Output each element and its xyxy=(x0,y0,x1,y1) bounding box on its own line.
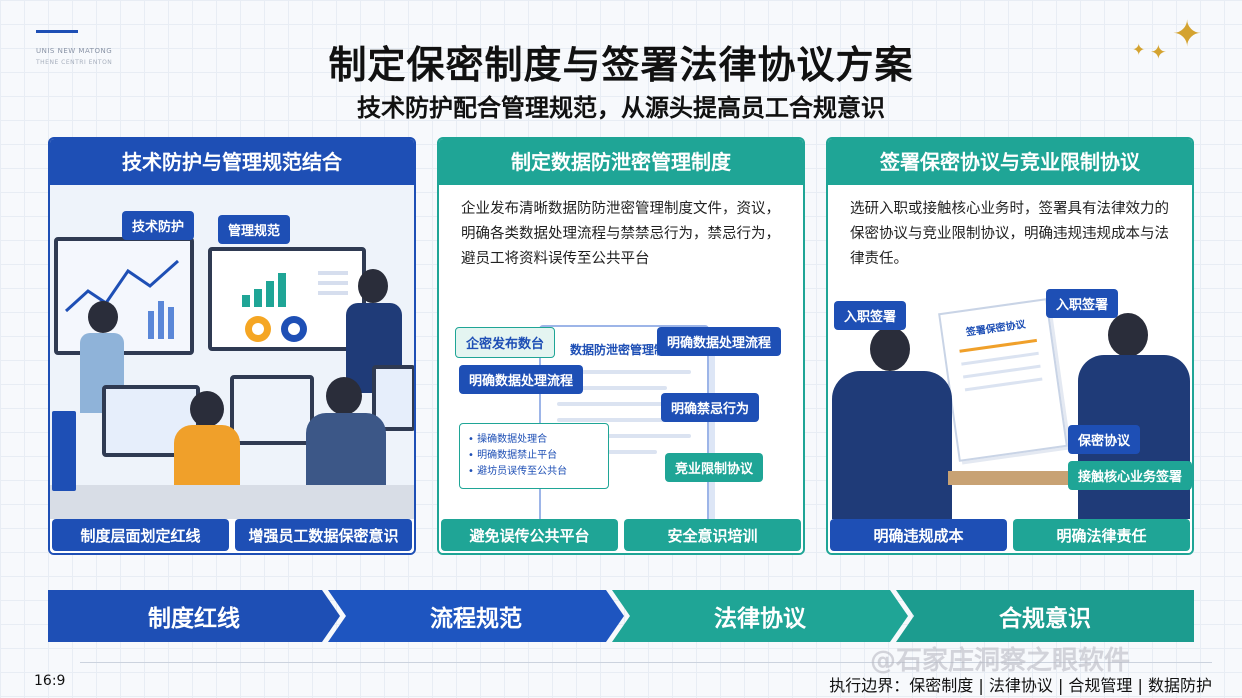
worker-head-2 xyxy=(326,377,362,415)
step-compliance: 合规意识 xyxy=(896,590,1194,642)
tag-noncompete: 竞业限制协议 xyxy=(665,453,764,482)
document-line xyxy=(961,351,1039,366)
panel-heading: 签署保密协议与竞业限制协议 xyxy=(828,139,1192,185)
footer-label: 安全意识培训 xyxy=(624,519,801,551)
monitor-chart xyxy=(54,237,194,355)
manager-head xyxy=(358,269,388,303)
presenter-head xyxy=(88,301,118,333)
tag-onboard-right: 入职签署 xyxy=(1046,289,1119,318)
tag-process-left: 明确数据处理流程 xyxy=(459,365,584,394)
tag-tech-protection: 技术防护 xyxy=(122,211,195,240)
panel-footer: 明确违规成本 明确法律责任 xyxy=(828,519,1192,553)
document-title: 数据防泄密管理制度 xyxy=(569,343,678,357)
document-line xyxy=(959,338,1038,353)
footer-label: 增强员工数据保密意识 xyxy=(235,519,412,551)
document-line xyxy=(557,370,691,374)
footer-label: 避免误传公共平台 xyxy=(441,519,618,551)
desk xyxy=(50,485,414,521)
sparkle-icon: ✦ xyxy=(1150,40,1167,64)
document-line xyxy=(557,402,691,406)
tag-core-business: 接触核心业务签署 xyxy=(1068,461,1192,490)
panel-tech-management: 技术防护与管理规范结合 xyxy=(48,137,416,555)
tag-management: 管理规范 xyxy=(218,215,291,244)
document-line xyxy=(557,418,677,422)
document-line xyxy=(557,386,667,390)
desk-monitor-2 xyxy=(230,375,314,445)
logo-text-1: UNIS NEW MATONG xyxy=(36,47,113,55)
panel-footer: 制度层面划定红线 增强员工数据保密意识 xyxy=(50,519,414,553)
signer-body xyxy=(832,371,952,521)
tag-onboard-left: 入职签署 xyxy=(834,301,907,330)
corner-logo: UNIS NEW MATONG THENE CENTRI ENTON xyxy=(36,30,112,66)
logo-text-2: THENE CENTRI ENTON xyxy=(36,59,113,66)
checklist-item: • 操确数据处理合 xyxy=(468,434,548,445)
document-line xyxy=(962,364,1041,379)
panel-agreements: 签署保密协议与竞业限制协议 选研入职或接触核心业务时，签署具有法律效力的保密协议… xyxy=(826,137,1194,555)
tag-process-right: 明确数据处理流程 xyxy=(657,327,782,356)
panel-footer: 避免误传公共平台 安全意识培训 xyxy=(439,519,803,553)
panel-description: 选研入职或接触核心业务时，签署具有法律效力的保密协议与竞业限制协议，明确违规违规… xyxy=(850,201,1169,267)
sparkle-icon: ✦ xyxy=(1172,14,1203,55)
footer-label: 明确法律责任 xyxy=(1013,519,1190,551)
aspect-ratio-label: 16:9 xyxy=(34,673,66,689)
panel-heading: 技术防护与管理规范结合 xyxy=(50,139,414,185)
page-title: 制定保密制度与签署法律协议方案 xyxy=(328,43,914,87)
binders xyxy=(52,411,76,491)
step-system-redline: 制度红线 xyxy=(48,590,340,642)
sparkle-icon: ✦ xyxy=(1132,40,1146,59)
document-line xyxy=(557,434,691,438)
contract-paper: 签署保密协议 xyxy=(938,298,1068,462)
step-process-standard: 流程规范 xyxy=(328,590,624,642)
watermark: @石家庄洞察之眼软件 xyxy=(870,646,1131,676)
checklist: • 操确数据处理合 • 明确数据禁止平台 • 避坊员误传至公共台 xyxy=(459,423,609,489)
panel-data-leak-policy: 制定数据防泄密管理制度 企业发布清晰数据防防泄密管理制度文件，资议，明确各类数据… xyxy=(437,137,805,555)
footer-divider xyxy=(80,662,1212,663)
page-subtitle: 技术防护配合管理规范，从源头提高员工合规意识 xyxy=(357,94,885,122)
checklist-item: • 明确数据禁止平台 xyxy=(468,450,558,461)
tag-publish: 企密发布数台 xyxy=(455,327,556,358)
panel-content: 企业发布清晰数据防防泄密管理制度文件，资议，明确各类数据处理流程与禁禁忌行为，禁… xyxy=(439,185,803,521)
step-legal-agreement: 法律协议 xyxy=(612,590,908,642)
panel-heading: 制定数据防泄密管理制度 xyxy=(439,139,803,185)
logo-bar xyxy=(36,30,78,33)
office-illustration: 技术防护 管理规范 xyxy=(50,185,414,521)
execution-boundary: 执行边界：保密制度 | 法律协议 | 合规管理 | 数据防护 xyxy=(829,676,1212,695)
hr-head xyxy=(1108,313,1148,357)
panel-description: 企业发布清晰数据防防泄密管理制度文件，资议，明确各类数据处理流程与禁禁忌行为，禁… xyxy=(461,201,780,267)
contract-title: 签署保密协议 xyxy=(965,319,1027,339)
monitor-dashboard xyxy=(208,247,366,351)
signer-head xyxy=(870,327,910,371)
document-line xyxy=(964,377,1043,392)
process-band: 制度红线 流程规范 法律协议 合规意识 xyxy=(48,590,1194,642)
footer-label: 明确违规成本 xyxy=(830,519,1007,551)
tag-confidentiality: 保密协议 xyxy=(1068,425,1141,454)
tag-forbidden: 明确禁忌行为 xyxy=(661,393,760,422)
worker-head-1 xyxy=(190,391,224,427)
footer-label: 制度层面划定红线 xyxy=(52,519,229,551)
panel-content: 选研入职或接触核心业务时，签署具有法律效力的保密协议与竞业限制协议，明确违规违规… xyxy=(828,185,1192,521)
checklist-item: • 避坊员误传至公共台 xyxy=(468,466,568,477)
